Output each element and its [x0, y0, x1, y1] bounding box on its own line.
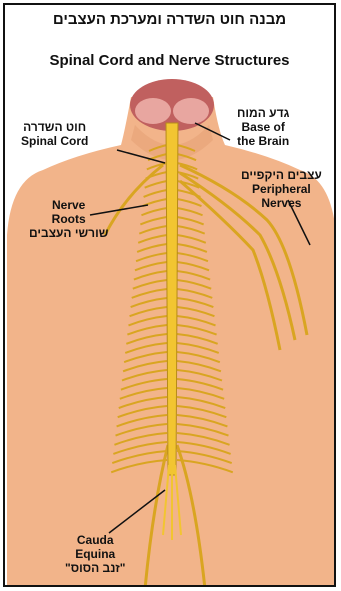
label-cauda-hebrew: "זנב הסוס" — [65, 561, 125, 575]
label-brain-stem: גדע המוח Base of the Brain — [237, 106, 289, 148]
label-nerve-roots-en-1: Nerve — [29, 198, 108, 212]
label-brain-stem-hebrew: גדע המוח — [237, 106, 289, 120]
label-brain-stem-en-1: Base of — [237, 120, 289, 134]
brain-lobe-right — [173, 98, 209, 124]
label-nerve-roots-en-2: Roots — [29, 212, 108, 226]
label-spinal-cord: חוט השדרה Spinal Cord — [21, 120, 88, 148]
anatomy-illustration — [5, 5, 336, 587]
label-spinal-cord-en: Spinal Cord — [21, 134, 88, 148]
label-peripheral-hebrew: עצבים היקפיים — [241, 168, 322, 182]
label-peripheral-nerves: עצבים היקפיים Peripheral Nerves — [241, 168, 322, 210]
label-nerve-roots-hebrew: שורשי העצבים — [29, 226, 108, 240]
label-peripheral-en-2: Nerves — [241, 196, 322, 210]
diagram-frame: מבנה חוט השדרה ומערכת העצבים Spinal Cord… — [3, 3, 336, 587]
label-cauda-equina: Cauda Equina "זנב הסוס" — [65, 533, 125, 575]
spinal-cord — [166, 123, 178, 475]
label-spinal-cord-hebrew: חוט השדרה — [21, 120, 88, 134]
label-brain-stem-en-2: the Brain — [237, 134, 289, 148]
label-nerve-roots: Nerve Roots שורשי העצבים — [29, 198, 108, 240]
label-peripheral-en-1: Peripheral — [241, 182, 322, 196]
label-cauda-en-1: Cauda — [65, 533, 125, 547]
label-cauda-en-2: Equina — [65, 547, 125, 561]
brain-lobe-left — [135, 98, 171, 124]
